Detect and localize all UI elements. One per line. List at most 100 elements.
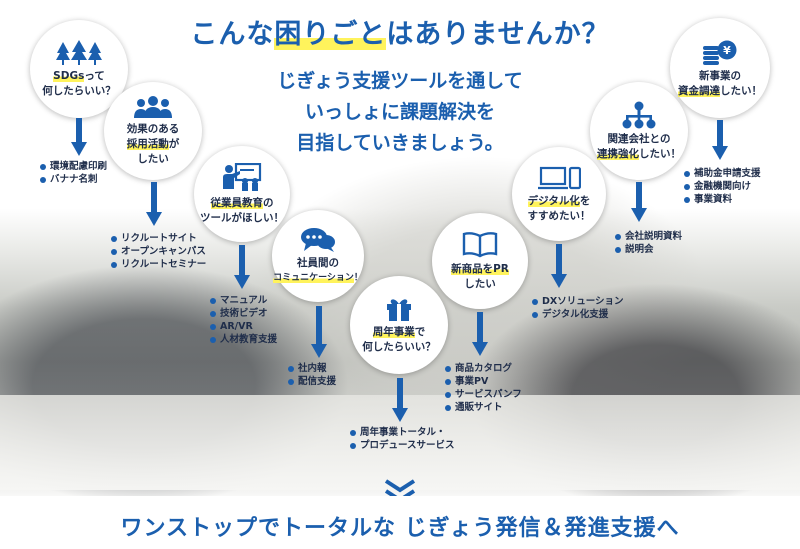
bubble-highlight: 周年事業 (372, 325, 415, 338)
bubble-text: って (84, 69, 105, 82)
bubble-text: 何したらいい？ (362, 340, 436, 353)
open-book-icon (462, 231, 498, 257)
arrow-down-icon (631, 182, 647, 222)
list-item: リクルートサイト (111, 232, 206, 245)
list-item-text: プロデュースサービス (360, 440, 455, 451)
teacher-board-icon (223, 162, 262, 191)
list-item: マニュアル (210, 294, 277, 307)
solution-list: 補助金申請支援 金融機関向け 事業資料 (684, 167, 761, 206)
list-item: 通販サイト (445, 401, 522, 414)
trees-icon (56, 39, 102, 65)
bubble-text: を (579, 194, 591, 207)
bubble-employee-training: 従業員教育の ツールがほしい！ (194, 146, 290, 242)
list-item: デジタル化支援 (532, 308, 624, 321)
list-item: 会社説明資料 (615, 230, 682, 243)
solution-list: 周年事業トータル・ プロデュースサービス (350, 426, 455, 452)
arrow-down-icon (234, 245, 250, 289)
solution-list: DXソリューション デジタル化支援 (532, 295, 624, 321)
arrow-down-icon (311, 306, 327, 358)
headline-after: はありませんか？ (386, 19, 610, 50)
bubble-affiliate-cooperation: 関連会社との 連携強化したい！ (590, 82, 688, 180)
bubble-highlight: コミュニケーション (273, 272, 354, 283)
bubble-internal-communication: 社員間の コミュニケーション！ (272, 210, 364, 302)
bubble-text: すすめたい！ (527, 209, 591, 222)
bubble-text: したい！ (720, 84, 762, 97)
bubble-text: 関連会社との (607, 132, 671, 145)
bubble-highlight: 連携強化 (597, 147, 639, 160)
list-item: DXソリューション (532, 295, 624, 308)
network-hierarchy-icon (622, 101, 656, 128)
footer-tagline: ワンストップでトータルな じぎょう発信＆発進支援へ (120, 516, 680, 541)
list-item: 社内報 (288, 362, 336, 375)
list-item: 配信支援 (288, 375, 336, 388)
arrow-down-icon (71, 118, 87, 156)
list-item: AR/VR (210, 320, 277, 333)
bubble-highlight: 新商品をPR (451, 262, 509, 275)
bubble-highlight: 採用活動 (126, 138, 169, 150)
list-item: バナナ名刺 (40, 173, 107, 186)
list-item: リクルートセミナー (111, 258, 206, 271)
bubble-sdgs: SDGsって 何したらいい？ (30, 20, 128, 118)
footer-band (0, 496, 800, 549)
solution-list: 商品カタログ 事業PV サービスパンフ 通販サイト (445, 362, 522, 414)
bubble-text: 社員間の (297, 256, 339, 269)
headline: こんな困りごとはありませんか？ (0, 12, 800, 51)
list-item: 環境配慮印刷 (40, 160, 107, 173)
arrow-down-icon (392, 378, 408, 422)
bubble-text: ！ (353, 272, 363, 283)
bubble-text: 効果のある (126, 123, 180, 135)
bubble-highlight: 従業員教育 (210, 196, 263, 209)
bubble-text: 何したらいい？ (42, 84, 116, 97)
arrow-down-icon (146, 182, 162, 226)
bubble-text: したい！ (639, 147, 681, 160)
bubble-text: で (414, 325, 426, 338)
bubble-highlight: デジタル化 (527, 194, 580, 207)
subcopy: じぎょう支援ツールを通して いっしょに課題解決を 目指していきましょう。 (250, 66, 550, 159)
svg-text:¥: ¥ (723, 44, 731, 57)
bubble-fundraising: ¥ 新事業の 資金調達したい！ (670, 18, 770, 118)
bubble-highlight: 資金調達 (678, 84, 720, 97)
solution-list: リクルートサイト オープンキャンパス リクルートセミナー (111, 232, 206, 271)
headline-highlight: 困りごと (274, 19, 387, 50)
list-item: 金融機関向け (684, 180, 761, 193)
bubble-digitalization: デジタル化を すすめたい！ (512, 147, 606, 241)
list-item: 説明会 (615, 243, 682, 256)
solution-list: 会社説明資料 説明会 (615, 230, 682, 256)
arrow-down-icon (472, 312, 488, 356)
bubble-recruiting: 効果のある 採用活動が したい (104, 82, 202, 180)
bubble-text: 新事業の (699, 69, 741, 82)
list-item-text: 事業資料 (694, 194, 733, 205)
list-item: 技術ビデオ (210, 307, 277, 320)
solution-list: マニュアル 技術ビデオ AR/VR 人材教育支援 (210, 294, 277, 346)
list-item-continued: プロデュースサービス (350, 439, 455, 452)
list-item: 事業PV (445, 375, 522, 388)
coins-yen-icon: ¥ (703, 40, 737, 65)
list-item: 周年事業トータル・ (350, 426, 455, 439)
people-group-icon (134, 96, 172, 118)
bubble-product-pr: 新商品をPR したい (432, 213, 528, 309)
list-item: オープンキャンパス (111, 245, 206, 258)
subcopy-line: いっしょに課題解決を (304, 101, 495, 123)
bubble-text: ツールがほしい！ (200, 211, 284, 224)
subcopy-line: 目指していきましょう。 (296, 132, 504, 154)
bubble-text: したい (137, 153, 169, 165)
list-item: 商品カタログ (445, 362, 522, 375)
bubble-anniversary: 周年事業で 何したらいい？ (350, 276, 448, 374)
chat-bubbles-icon (301, 227, 335, 252)
headline-before: こんな (190, 19, 275, 50)
bubble-highlight: SDGs (53, 69, 85, 82)
bubble-text: したい (464, 277, 496, 290)
gift-box-icon (387, 298, 411, 321)
solution-list: 社内報 配信支援 (288, 362, 336, 388)
arrow-down-icon (712, 120, 728, 160)
subcopy-line: じぎょう支援ツールを通して (277, 70, 523, 92)
list-item: 人材教育支援 (210, 333, 277, 346)
arrow-down-icon (551, 244, 567, 288)
solution-list: 環境配慮印刷 バナナ名刺 (40, 160, 107, 186)
list-item: 補助金申請支援 (684, 167, 761, 180)
list-item-continued: 事業資料 (684, 193, 761, 206)
list-item: サービスパンフ (445, 388, 522, 401)
bubble-text: が (168, 138, 180, 150)
bubble-text: の (263, 196, 274, 209)
laptop-phone-icon (538, 166, 581, 189)
